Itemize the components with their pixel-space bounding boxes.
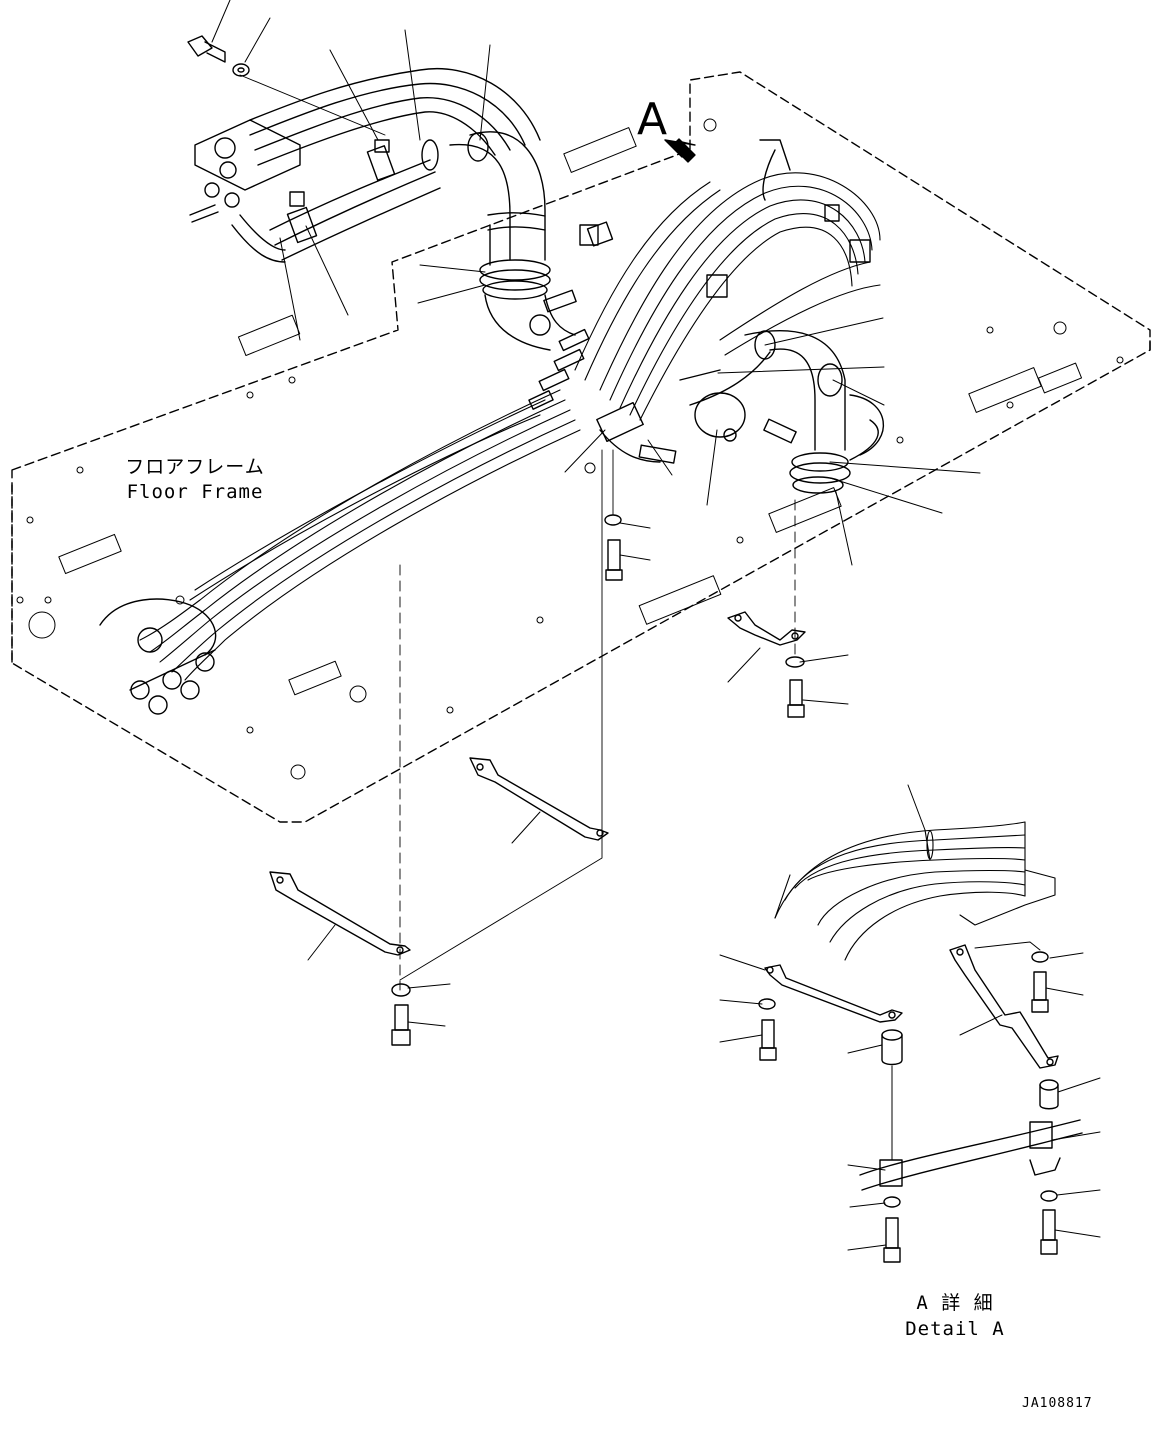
hose-clamps-upper — [286, 132, 489, 244]
detail-a-hose-bundle — [774, 821, 1056, 961]
view-a-letter: A — [637, 94, 668, 145]
floor-frame-outline — [11, 71, 1151, 823]
suction-hose-elbow — [449, 131, 576, 351]
drawing-code: JA108817 — [1022, 1396, 1093, 1411]
mounting-straps — [269, 611, 806, 956]
floor-frame-label-en: Floor Frame — [126, 481, 264, 503]
detail-a-label-en: Detail A — [905, 1318, 1005, 1340]
hose-bundle-right — [574, 172, 881, 421]
hose-clamps-right — [586, 139, 871, 298]
hydraulic-block-left — [189, 119, 301, 263]
floor-frame-label-jp: フロアフレーム — [125, 456, 265, 478]
detail-a-leaders — [719, 784, 1101, 1251]
assembly-lines — [239, 74, 796, 991]
hydraulic-block-bottom — [99, 598, 217, 715]
view-a-arrow — [664, 138, 696, 163]
detail-a-parts — [758, 944, 1083, 1263]
hose-fittings-center — [528, 224, 677, 464]
bolts-washers — [391, 514, 805, 1046]
floor-frame-cutouts — [16, 118, 1124, 780]
suction-hose-elbow-right — [679, 330, 851, 494]
bolt-top-left — [187, 35, 250, 77]
hose-bundle-upper — [249, 68, 541, 261]
leader-lines — [211, 0, 981, 1027]
hose-bundle-long — [139, 389, 581, 681]
hose-loop — [849, 394, 885, 461]
detail-a-label-jp: A 詳 細 — [916, 1292, 994, 1314]
